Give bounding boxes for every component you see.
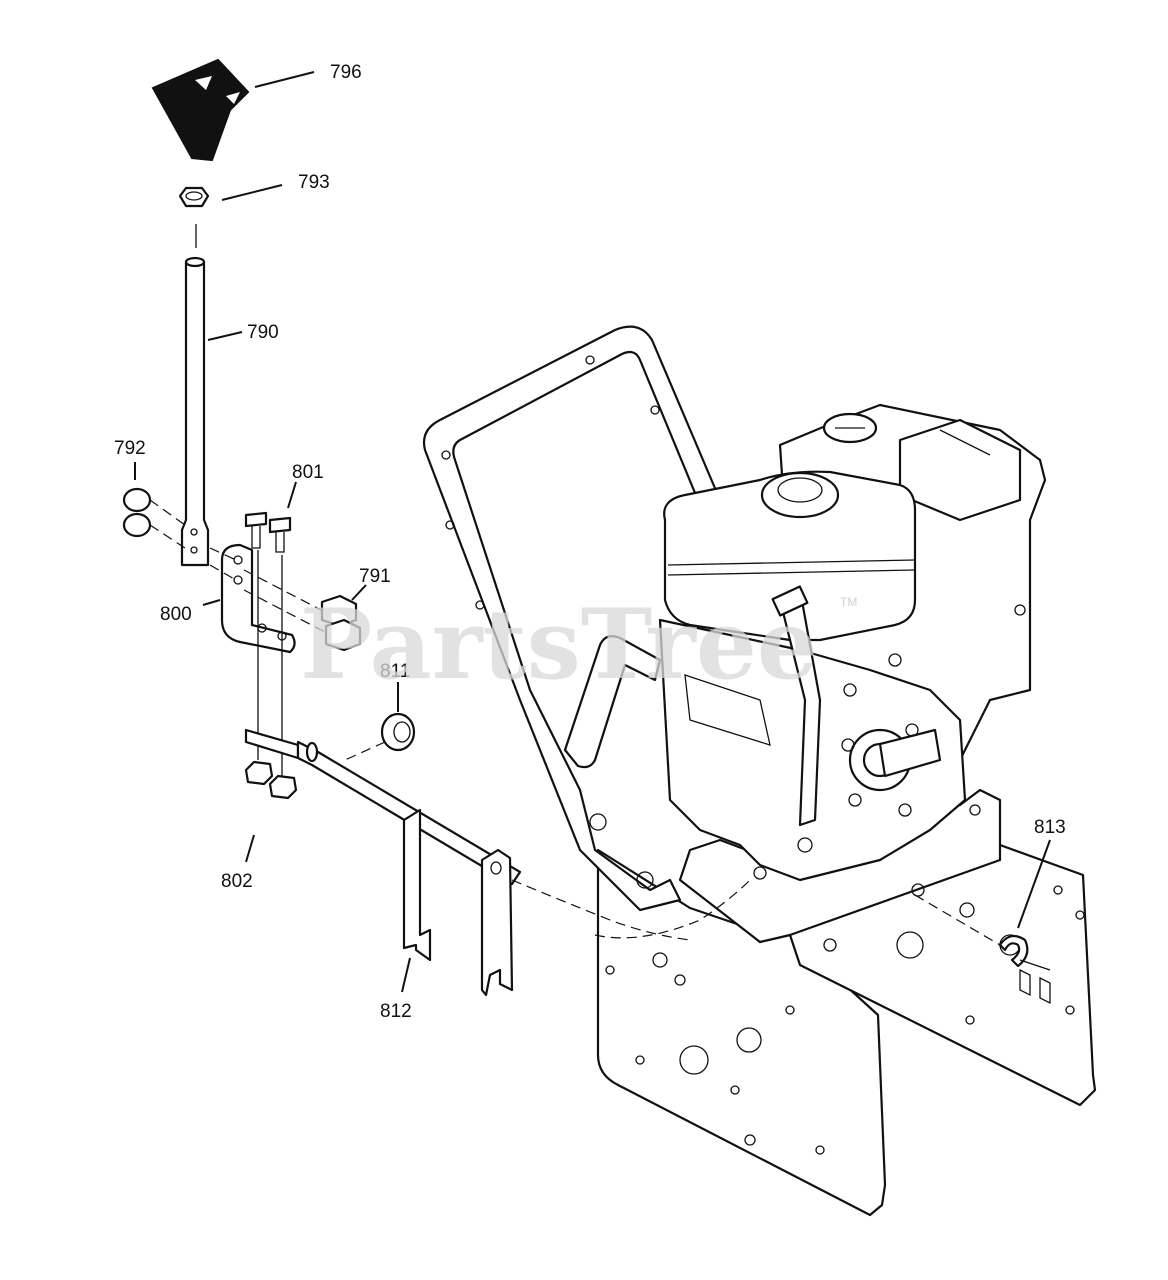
callout-802: 802 — [221, 871, 253, 892]
callout-801: 801 — [292, 462, 324, 483]
shift-rod — [180, 256, 210, 567]
bracket-800 — [209, 543, 296, 654]
engine — [658, 403, 1047, 882]
hex-nut-793 — [178, 186, 210, 208]
handle-frame — [422, 325, 722, 912]
shift-knob — [151, 58, 250, 162]
bushing-811 — [344, 712, 416, 761]
shift-lever-assembly — [122, 58, 1051, 997]
watermark: PartsTree — [300, 588, 818, 701]
callout-812: 812 — [380, 1001, 412, 1022]
callout-793: 793 — [298, 172, 330, 193]
hex-nuts-802 — [244, 760, 298, 800]
bolts-791 — [243, 569, 362, 652]
hex-nuts-792 — [122, 487, 186, 549]
callout-790: 790 — [247, 322, 279, 343]
callout-791: 791 — [359, 566, 391, 587]
e-clip-813 — [914, 894, 1051, 971]
callout-792: 792 — [114, 438, 146, 459]
callout-796: 796 — [330, 62, 362, 83]
callout-labels: 796 793 790 792 801 791 800 811 802 812 … — [114, 62, 1066, 1022]
watermark-tm: TM — [840, 595, 857, 609]
shift-shaft-812 — [244, 728, 691, 997]
callout-800: 800 — [160, 604, 192, 625]
callout-813: 813 — [1034, 817, 1066, 838]
callout-811: 811 — [380, 661, 410, 682]
leader-lines — [134, 71, 1051, 993]
